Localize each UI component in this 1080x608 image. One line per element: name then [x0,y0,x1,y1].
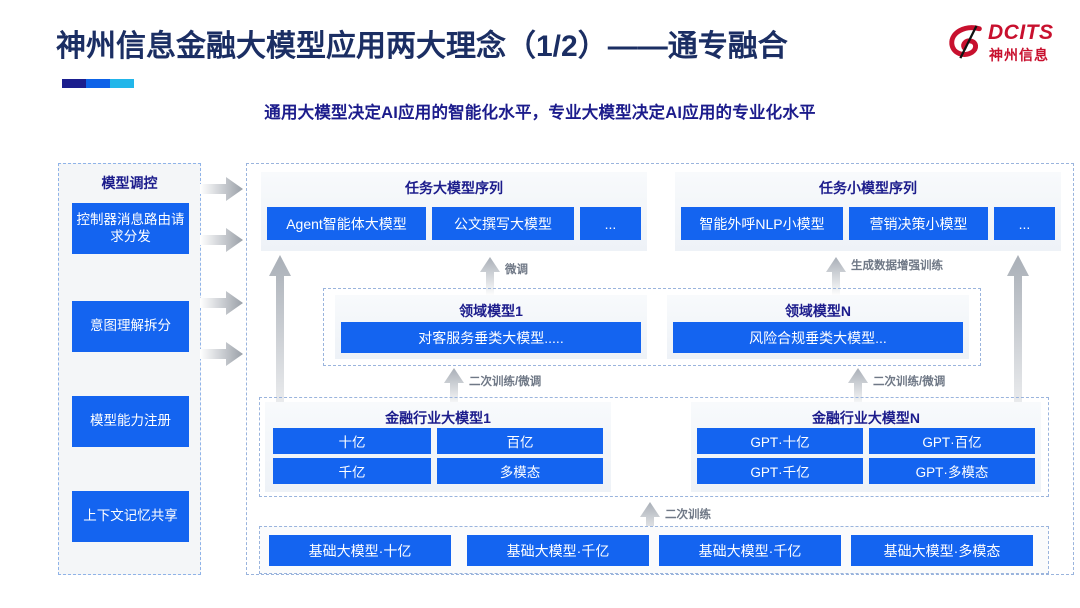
right-arrow-icon-1 [200,177,243,201]
industry-models-container [259,397,1049,497]
company-logo: DCITS 神州信息 [948,19,1068,71]
foundation-box-0[interactable]: 基础大模型·十亿 [269,535,451,566]
industry-model-n-title: 金融行业大模型N [811,410,921,426]
up-arrow-retrain-finetune-1-icon [444,368,464,407]
right-arrow-icon-4 [200,342,243,366]
industry-model-n-box-1[interactable]: GPT·百亿 [869,428,1035,454]
control-panel-title: 模型调控 [101,175,158,191]
domain-model-n-box[interactable]: 风险合规垂类大模型... [673,322,963,353]
industry-model-1-box-1[interactable]: 百亿 [437,428,603,454]
dcits-swirl-icon [949,25,982,59]
task-large-box-1[interactable]: 公文撰写大模型 [432,207,574,240]
task-small-model-title: 任务小模型序列 [819,180,917,196]
control-item-2[interactable]: 模型能力注册 [72,396,189,447]
domain-models-container [323,288,981,366]
page-subtitle: 通用大模型决定AI应用的智能化水平，专业大模型决定AI应用的专业化水平 [264,104,816,122]
industry-model-n-box-0[interactable]: GPT·十亿 [697,428,863,454]
industry-model-1-box-3[interactable]: 多模态 [437,458,603,484]
industry-model-1-title: 金融行业大模型1 [385,410,491,426]
arrow-label-data-aug: 生成数据增强训练 [851,260,943,272]
domain-model-1-title: 领域模型1 [459,303,523,319]
control-item-3[interactable]: 上下文记忆共享 [72,491,189,542]
accent-segment-2 [86,79,110,88]
up-arrow-tall-right-icon [1007,255,1029,452]
domain-model-1-box[interactable]: 对客服务垂类大模型..... [341,322,641,353]
foundation-box-2[interactable]: 基础大模型·千亿 [659,535,841,566]
foundation-box-1[interactable]: 基础大模型·千亿 [467,535,649,566]
arrow-label-retrain-finetune-1: 二次训练/微调 [469,376,542,388]
task-large-model-title: 任务大模型序列 [405,180,503,196]
logo-brand-text: DCITS [988,21,1054,44]
task-large-box-2[interactable]: ... [580,207,641,240]
up-arrow-data-aug-icon [826,257,846,296]
foundation-box-3[interactable]: 基础大模型·多模态 [851,535,1033,566]
page-title: 神州信息金融大模型应用两大理念（1/2）——通专融合 [56,30,788,63]
up-arrow-fine-tune-icon [480,257,500,296]
industry-model-1-box-2[interactable]: 千亿 [273,458,431,484]
arrow-label-fine-tune: 微调 [505,264,528,276]
task-large-box-0[interactable]: Agent智能体大模型 [267,207,426,240]
up-arrow-tall-left-icon [269,255,291,452]
control-item-1[interactable]: 意图理解拆分 [72,301,189,352]
up-arrow-retrain-icon [640,502,660,541]
task-small-box-1[interactable]: 营销决策小模型 [849,207,988,240]
logo-chinese-text: 神州信息 [989,47,1049,63]
industry-model-1-box-0[interactable]: 十亿 [273,428,431,454]
domain-model-n-title: 领域模型N [784,303,852,319]
arrow-label-retrain-finetune-2: 二次训练/微调 [873,376,946,388]
title-accent-bar [62,79,134,88]
industry-model-n-box-3[interactable]: GPT·多模态 [869,458,1035,484]
right-arrow-icon-2 [200,228,243,252]
up-arrow-retrain-finetune-2-icon [848,368,868,407]
control-item-0[interactable]: 控制器消息路由请求分发 [72,203,189,254]
control-panel: 模型调控 控制器消息路由请求分发 意图理解拆分 模型能力注册 上下文记忆共享 [58,163,201,575]
arrow-label-retrain: 二次训练 [665,509,711,521]
accent-segment-1 [62,79,86,88]
task-small-box-2[interactable]: ... [994,207,1055,240]
task-small-box-0[interactable]: 智能外呼NLP小模型 [681,207,843,240]
architecture-diagram: 任务大模型序列 Agent智能体大模型 公文撰写大模型 ... 任务小模型序列 … [246,163,1074,575]
accent-segment-3 [110,79,134,88]
right-arrow-icon-3 [200,291,243,315]
industry-model-n-box-2[interactable]: GPT·千亿 [697,458,863,484]
